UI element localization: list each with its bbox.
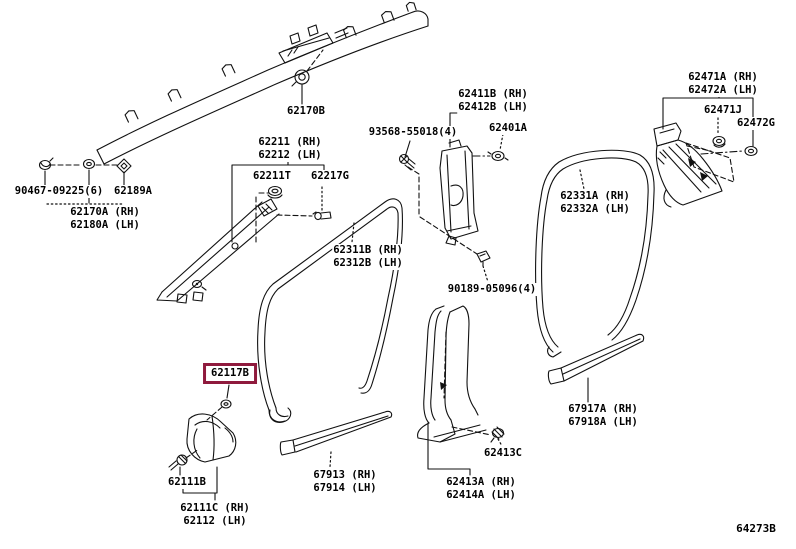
part-label-62117B-highlighted[interactable]: 62117B (203, 363, 257, 384)
grommet-rail-end-icon (82, 158, 96, 170)
center-pillar-upper-garnish-drawing (439, 139, 479, 246)
clip-62117B-icon (220, 399, 232, 409)
rear-door-opening-trim-drawing (535, 149, 655, 358)
part-label-62111B[interactable]: 62111B (167, 476, 207, 489)
clip-62189A-icon (116, 158, 132, 174)
screw-grommet-90467-icon (38, 157, 54, 171)
part-label-62211T[interactable]: 62211T (252, 170, 292, 183)
part-label-62401A[interactable]: 62401A (488, 122, 528, 135)
part-label-62331A-62332A[interactable]: 62331A (RH) 62332A (LH) (559, 190, 631, 216)
part-label-62411B-62412B[interactable]: 62411B (RH) 62412B (LH) (457, 88, 529, 114)
front-door-opening-trim-drawing (257, 198, 403, 423)
part-label-62311B-62312B[interactable]: 62311B (RH) 62312B (LH) (332, 244, 404, 270)
part-label-62471J[interactable]: 62471J (703, 104, 743, 117)
part-label-90189-05096[interactable]: 90189-05096(4) (446, 283, 538, 296)
part-label-62217G[interactable]: 62217G (310, 170, 350, 183)
screw-grommet-90189-icon (476, 250, 491, 267)
front-scuff-plate-drawing (279, 410, 393, 456)
clip-62471J-icon (712, 135, 726, 148)
part-label-62170A-62180A[interactable]: 62170A (RH) 62180A (LH) (69, 206, 141, 232)
cowl-side-trim-drawing (186, 413, 237, 463)
part-label-62471A-62472A[interactable]: 62471A (RH) 62472A (LH) (687, 71, 759, 97)
roof-side-rail-garnish-drawing (96, 1, 429, 165)
part-label-93568-55018[interactable]: 93568-55018(4) (367, 126, 459, 139)
screw-93568-icon (398, 153, 416, 171)
clip-62211T-icon (267, 185, 283, 199)
part-label-62189A[interactable]: 62189A (113, 185, 153, 198)
part-label-67917A-67918A[interactable]: 67917A (RH) 67918A (LH) (567, 403, 639, 429)
front-pillar-garnish-drawing (156, 198, 280, 304)
part-label-62211-62212[interactable]: 62211 (RH) 62212 (LH) (257, 136, 323, 162)
part-label-90467-09225[interactable]: 90467-09225(6) (13, 185, 105, 198)
rail-bracket-drawing (278, 24, 349, 64)
screw-62111B-icon (168, 454, 188, 471)
part-label-67913-67914[interactable]: 67913 (RH) 67914 (LH) (312, 469, 378, 495)
clip-62472G-icon (744, 145, 758, 157)
part-label-62111C-62112[interactable]: 62111C (RH) 62112 (LH) (179, 502, 251, 528)
part-label-62413A-62414A[interactable]: 62413A (RH) 62414A (LH) (445, 476, 517, 502)
leader-lines (44, 49, 754, 501)
part-label-62413C[interactable]: 62413C (483, 447, 523, 460)
part-label-62472G[interactable]: 62472G (736, 117, 776, 130)
clip-62217G-icon (312, 211, 332, 221)
rear-pillar-garnish-drawing (653, 122, 735, 208)
clip-62413C-icon (490, 426, 505, 443)
center-pillar-lower-garnish-drawing (417, 305, 487, 443)
clip-62401A-icon (487, 150, 509, 162)
part-label-62170B[interactable]: 62170B (286, 105, 326, 118)
diagram-code: 64273B (736, 522, 776, 535)
clip-62170B-icon (291, 69, 310, 87)
rear-scuff-plate-drawing (547, 333, 645, 385)
